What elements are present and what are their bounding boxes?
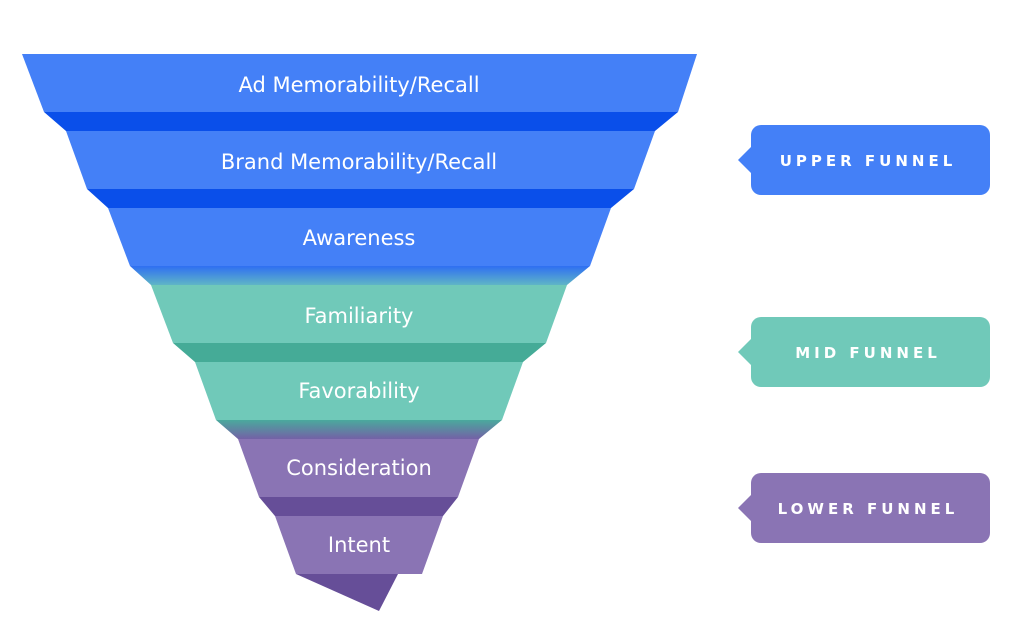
stage-band	[275, 516, 443, 574]
tag-pointer	[738, 339, 751, 365]
mid-funnel-label: MID FUNNEL	[795, 344, 941, 362]
stage-brand-memorability: Brand Memorability/Recall	[66, 131, 655, 189]
stage-band	[238, 439, 479, 497]
tag-box	[751, 317, 990, 387]
stage-familiarity: Familiarity	[151, 285, 567, 343]
stage-consideration: Consideration	[238, 439, 479, 497]
stage-label: Favorability	[298, 379, 419, 403]
stage-label: Familiarity	[305, 304, 414, 328]
funnel-connectors	[44, 112, 678, 611]
upper-funnel-tag: UPPER FUNNEL	[738, 125, 990, 195]
fold-6	[259, 497, 458, 516]
stage-label: Intent	[328, 533, 390, 557]
fold-2	[87, 189, 634, 208]
funnel-tip	[296, 574, 398, 611]
stage-ad-memorability: Ad Memorability/Recall	[22, 54, 697, 112]
stage-favorability: Favorability	[195, 362, 523, 420]
tag-box	[751, 125, 990, 195]
fold-4	[173, 343, 546, 362]
stage-intent: Intent	[275, 516, 443, 574]
upper-funnel-label: UPPER FUNNEL	[780, 152, 957, 170]
funnel-groups: UPPER FUNNEL MID FUNNEL LOWER FUNNEL	[738, 125, 990, 543]
stage-band	[22, 54, 697, 112]
stage-band	[195, 362, 523, 420]
stage-label: Brand Memorability/Recall	[221, 150, 497, 174]
lower-funnel-tag: LOWER FUNNEL	[738, 473, 990, 543]
stage-label: Ad Memorability/Recall	[238, 73, 479, 97]
stage-label: Awareness	[303, 226, 416, 250]
tag-pointer	[738, 495, 751, 521]
tag-box	[751, 473, 990, 543]
fold-3	[130, 266, 590, 285]
stage-label: Consideration	[286, 456, 432, 480]
funnel-stages: Ad Memorability/Recall Brand Memorabilit…	[22, 54, 697, 574]
stage-awareness: Awareness	[108, 208, 611, 266]
stage-band	[151, 285, 567, 343]
stage-band	[66, 131, 655, 189]
tag-pointer	[738, 147, 751, 173]
stage-band	[108, 208, 611, 266]
mid-funnel-tag: MID FUNNEL	[738, 317, 990, 387]
lower-funnel-label: LOWER FUNNEL	[778, 500, 959, 518]
fold-1	[44, 112, 678, 131]
fold-5	[216, 420, 502, 439]
